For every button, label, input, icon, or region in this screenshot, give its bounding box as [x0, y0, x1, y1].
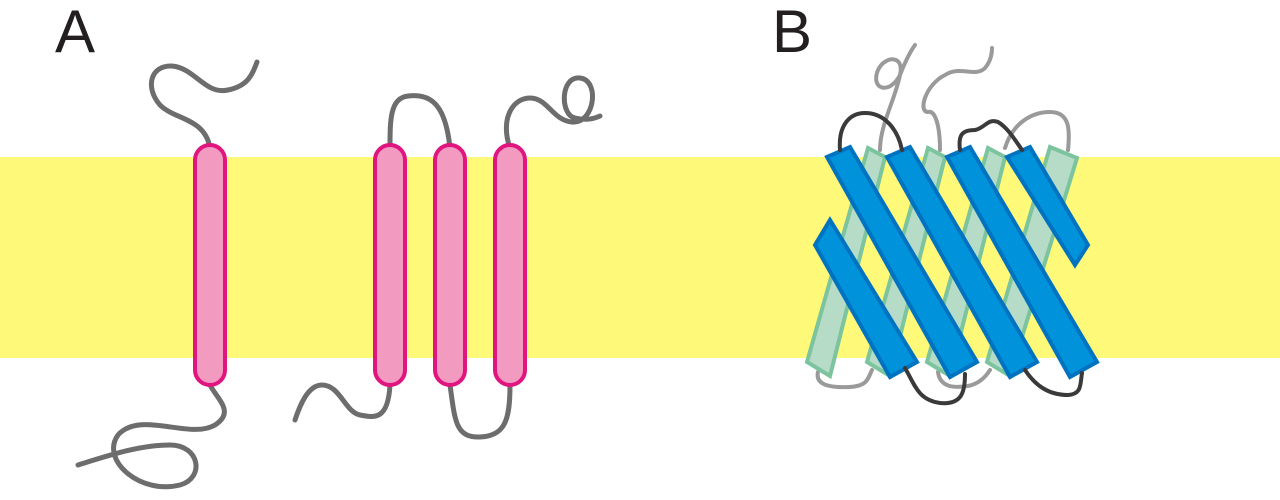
front-loop-bottom-2 [1023, 368, 1084, 398]
loop-helix2-bottom [292, 382, 393, 423]
loop-helix3-helix4-bottom [447, 382, 513, 440]
back-loop-top-2 [921, 46, 994, 152]
loop-helix2-helix3-top [387, 93, 453, 151]
transmembrane-helix-2 [373, 143, 407, 387]
front-strand-short-left [812, 216, 920, 380]
transmembrane-helix-1 [193, 143, 227, 387]
back-loop-bottom-1 [815, 368, 874, 390]
panel-label-b: B [772, 0, 813, 65]
front-beta-strands [812, 144, 1100, 380]
panel-a-loops [75, 59, 603, 490]
panel-b-front-loops [837, 110, 1084, 406]
front-loop-top-1 [837, 110, 904, 152]
transmembrane-helix-4 [493, 143, 527, 387]
loop-helix1-top [149, 59, 260, 151]
back-loop-bottom-2 [936, 368, 992, 389]
back-loop-top-1 [874, 43, 917, 152]
panel-label-a: A [55, 0, 96, 65]
front-strand-3 [944, 144, 1100, 380]
transmembrane-helix-3 [433, 143, 467, 387]
front-loop-top-2 [957, 119, 1024, 152]
panel-b-back-loops [815, 43, 1071, 390]
loop-helix1-bottom [75, 382, 227, 490]
lipid-membrane [0, 157, 1280, 358]
back-loop-top-3 [1003, 109, 1071, 152]
loop-helix4-top [503, 75, 603, 151]
front-strand-1 [824, 144, 980, 380]
front-loop-bottom-1 [903, 366, 967, 406]
